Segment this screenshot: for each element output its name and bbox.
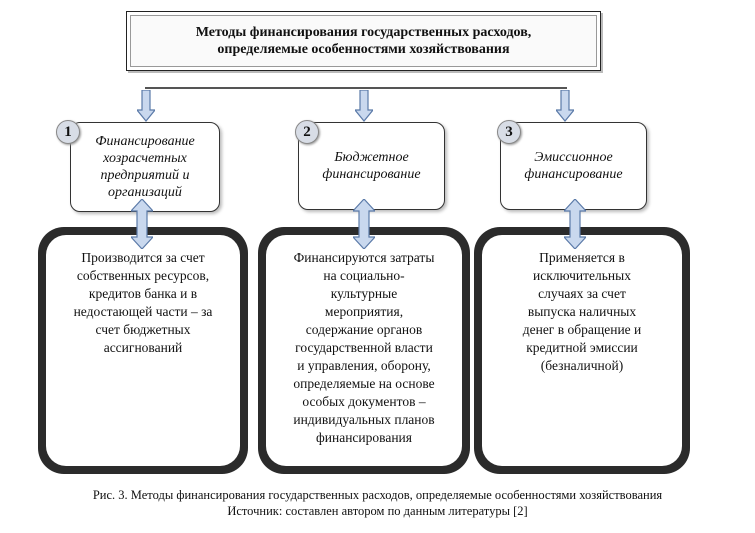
down-arrow-1 <box>137 90 155 122</box>
description-box-2: Финансируются затраты на социально- куль… <box>266 235 462 466</box>
down-arrow-3 <box>556 90 574 122</box>
method-label-2: Бюджетное финансирование <box>322 150 421 182</box>
figure-caption: Рис. 3. Методы финансирования государств… <box>92 488 663 502</box>
description-box-1: Производится за счет собственных ресурсо… <box>46 235 240 466</box>
method-description-1: Производится за счет собственных ресурсо… <box>73 250 213 355</box>
method-box-2: Бюджетное финансирование <box>298 122 445 210</box>
method-description-3: Применяется в исключительных случаях за … <box>522 250 642 373</box>
diagram-title: Методы финансирования государственных ра… <box>195 25 532 57</box>
down-arrow-2 <box>355 90 373 122</box>
method-number-2: 2 <box>295 120 319 144</box>
figure-source: Источник: составлен автором по данным ли… <box>227 504 528 518</box>
diagram-title-box: Методы финансирования государственных ра… <box>126 11 601 71</box>
method-number-1: 1 <box>56 120 80 144</box>
method-label-3: Эмиссионное финансирование <box>524 150 623 182</box>
double-arrow-3 <box>564 199 586 249</box>
double-arrow-1 <box>131 199 153 249</box>
method-box-3: Эмиссионное финансирование <box>500 122 647 210</box>
double-arrow-2 <box>353 199 375 249</box>
method-label-1: Финансирование хозрасчетных предприятий … <box>95 134 195 200</box>
method-box-1: Финансирование хозрасчетных предприятий … <box>70 122 220 212</box>
connector-line <box>145 87 567 89</box>
method-description-2: Финансируются затраты на социально- куль… <box>293 250 435 445</box>
description-box-3: Применяется в исключительных случаях за … <box>482 235 682 466</box>
method-number-3: 3 <box>497 120 521 144</box>
